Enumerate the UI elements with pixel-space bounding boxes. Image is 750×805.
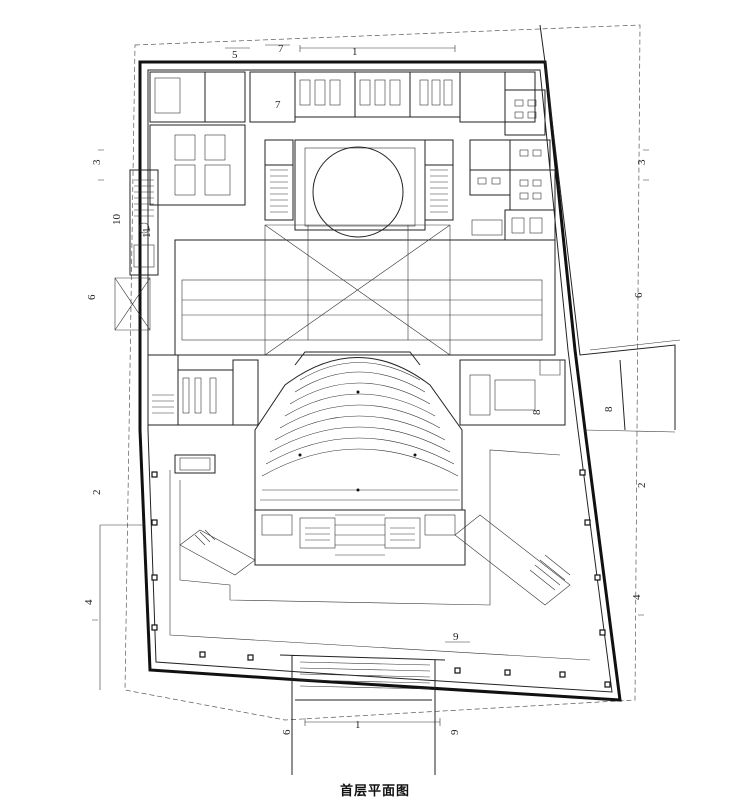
- plaza-ramp-stairs: [529, 554, 571, 591]
- marker-8-right: 8: [603, 406, 615, 412]
- building-outer-wall: [138, 60, 622, 702]
- west-mid-service-block: [147, 354, 259, 426]
- plaza-line-left: [179, 449, 561, 606]
- east-classroom-block: [469, 89, 556, 241]
- marker-5-top: 5: [232, 49, 238, 61]
- entrance-channel: [279, 654, 446, 775]
- marker-7-inner: 7: [275, 99, 281, 111]
- section-markers: 1 1 2 2 3 3 4 4 5 6 6 6 9 7 7 8 8 9 10 1…: [83, 43, 648, 735]
- marker-3-left: 3: [91, 159, 103, 165]
- street-edge-right: [539, 24, 676, 431]
- plaza-ramp-left-stairs: [194, 529, 216, 546]
- plaza-kiosk: [174, 454, 216, 474]
- marker-1-bottom: 1: [355, 719, 361, 731]
- marker-9-bottom-right: 9: [449, 729, 461, 735]
- stage-tower: [294, 139, 426, 238]
- marker-2-right: 2: [636, 483, 648, 489]
- marker-4-right: 4: [631, 594, 643, 600]
- marker-2-left: 2: [91, 490, 103, 496]
- marker-6-left: 6: [86, 294, 98, 300]
- marker-4-left: 4: [83, 599, 95, 605]
- marker-10-left: 10: [111, 214, 123, 226]
- lobby: [254, 509, 466, 566]
- plaza-kiosk-inner: [179, 457, 211, 471]
- floor-plan-drawing: 1 1 2 2 3 3 4 4 5 6 6 6 9 7 7 8 8 9 10 1…: [83, 24, 681, 775]
- drawing-caption: 首层平面图: [339, 784, 410, 799]
- marker-6-right: 6: [633, 292, 645, 298]
- marker-7-top: 7: [278, 43, 284, 55]
- street-edge-left: [99, 524, 145, 690]
- plaza-ramp-right: [454, 514, 571, 606]
- marker-8-mid: 8: [531, 409, 543, 415]
- marker-1-top: 1: [352, 46, 358, 58]
- building-inner-wall: [147, 69, 613, 693]
- marker-6-bottom: 6: [281, 729, 293, 735]
- main-hall: [174, 224, 556, 356]
- north-service-block: [149, 71, 536, 206]
- marker-3-right: 3: [636, 159, 648, 165]
- east-mid-service-block: [459, 359, 566, 426]
- west-stair-core: [114, 169, 159, 331]
- street-edge-right-2: [584, 339, 681, 433]
- stage-stair-cores: [264, 139, 454, 221]
- site-boundary: [124, 24, 641, 721]
- perimeter-columns: [151, 469, 611, 688]
- entrance-channel-stairs: [299, 661, 431, 690]
- section-marker-ticks: [92, 44, 649, 726]
- auditorium: [254, 351, 463, 511]
- marker-9-bottom: 9: [453, 631, 459, 643]
- plaza-line-inner: [169, 470, 591, 661]
- marker-11-left: 11: [141, 227, 153, 238]
- classroom-desks-top: [299, 79, 453, 106]
- plaza-ramp-left: [179, 529, 256, 576]
